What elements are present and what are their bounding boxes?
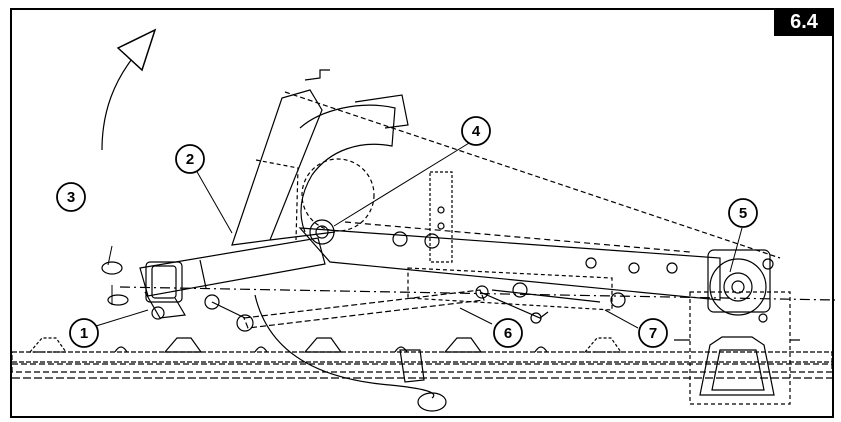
callout-7: 7 (638, 318, 668, 348)
callout-6: 6 (493, 318, 523, 348)
bracket-plate (407, 171, 613, 311)
pivot-5 (707, 249, 774, 323)
callout-2: 2 (175, 144, 205, 174)
callout-4-label: 4 (472, 123, 481, 140)
callout-5-label: 5 (739, 205, 747, 222)
cutter-bar (11, 337, 833, 379)
callout-3-label: 3 (67, 189, 75, 206)
hydraulic-cylinder (139, 237, 326, 320)
upper-frame (231, 69, 409, 246)
rotation-symbol (101, 261, 129, 306)
figure-number-badge: 6.4 (774, 8, 834, 36)
callout-4: 4 (461, 116, 491, 146)
callout-1-label: 1 (80, 325, 88, 342)
hose (254, 294, 447, 412)
callout-2-label: 2 (186, 151, 194, 168)
main-arm (119, 91, 836, 301)
rotation-arrow (101, 28, 157, 151)
callout-7-label: 7 (649, 325, 657, 342)
lower-linkage (236, 282, 626, 332)
callout-5: 5 (728, 198, 758, 228)
pivot-4 (309, 219, 335, 245)
right-support-post (674, 291, 800, 405)
leader-lines (95, 139, 743, 329)
callout-3: 3 (56, 182, 86, 212)
callout-6-label: 6 (504, 325, 512, 342)
callout-1: 1 (69, 318, 99, 348)
drawing-frame (10, 8, 834, 418)
